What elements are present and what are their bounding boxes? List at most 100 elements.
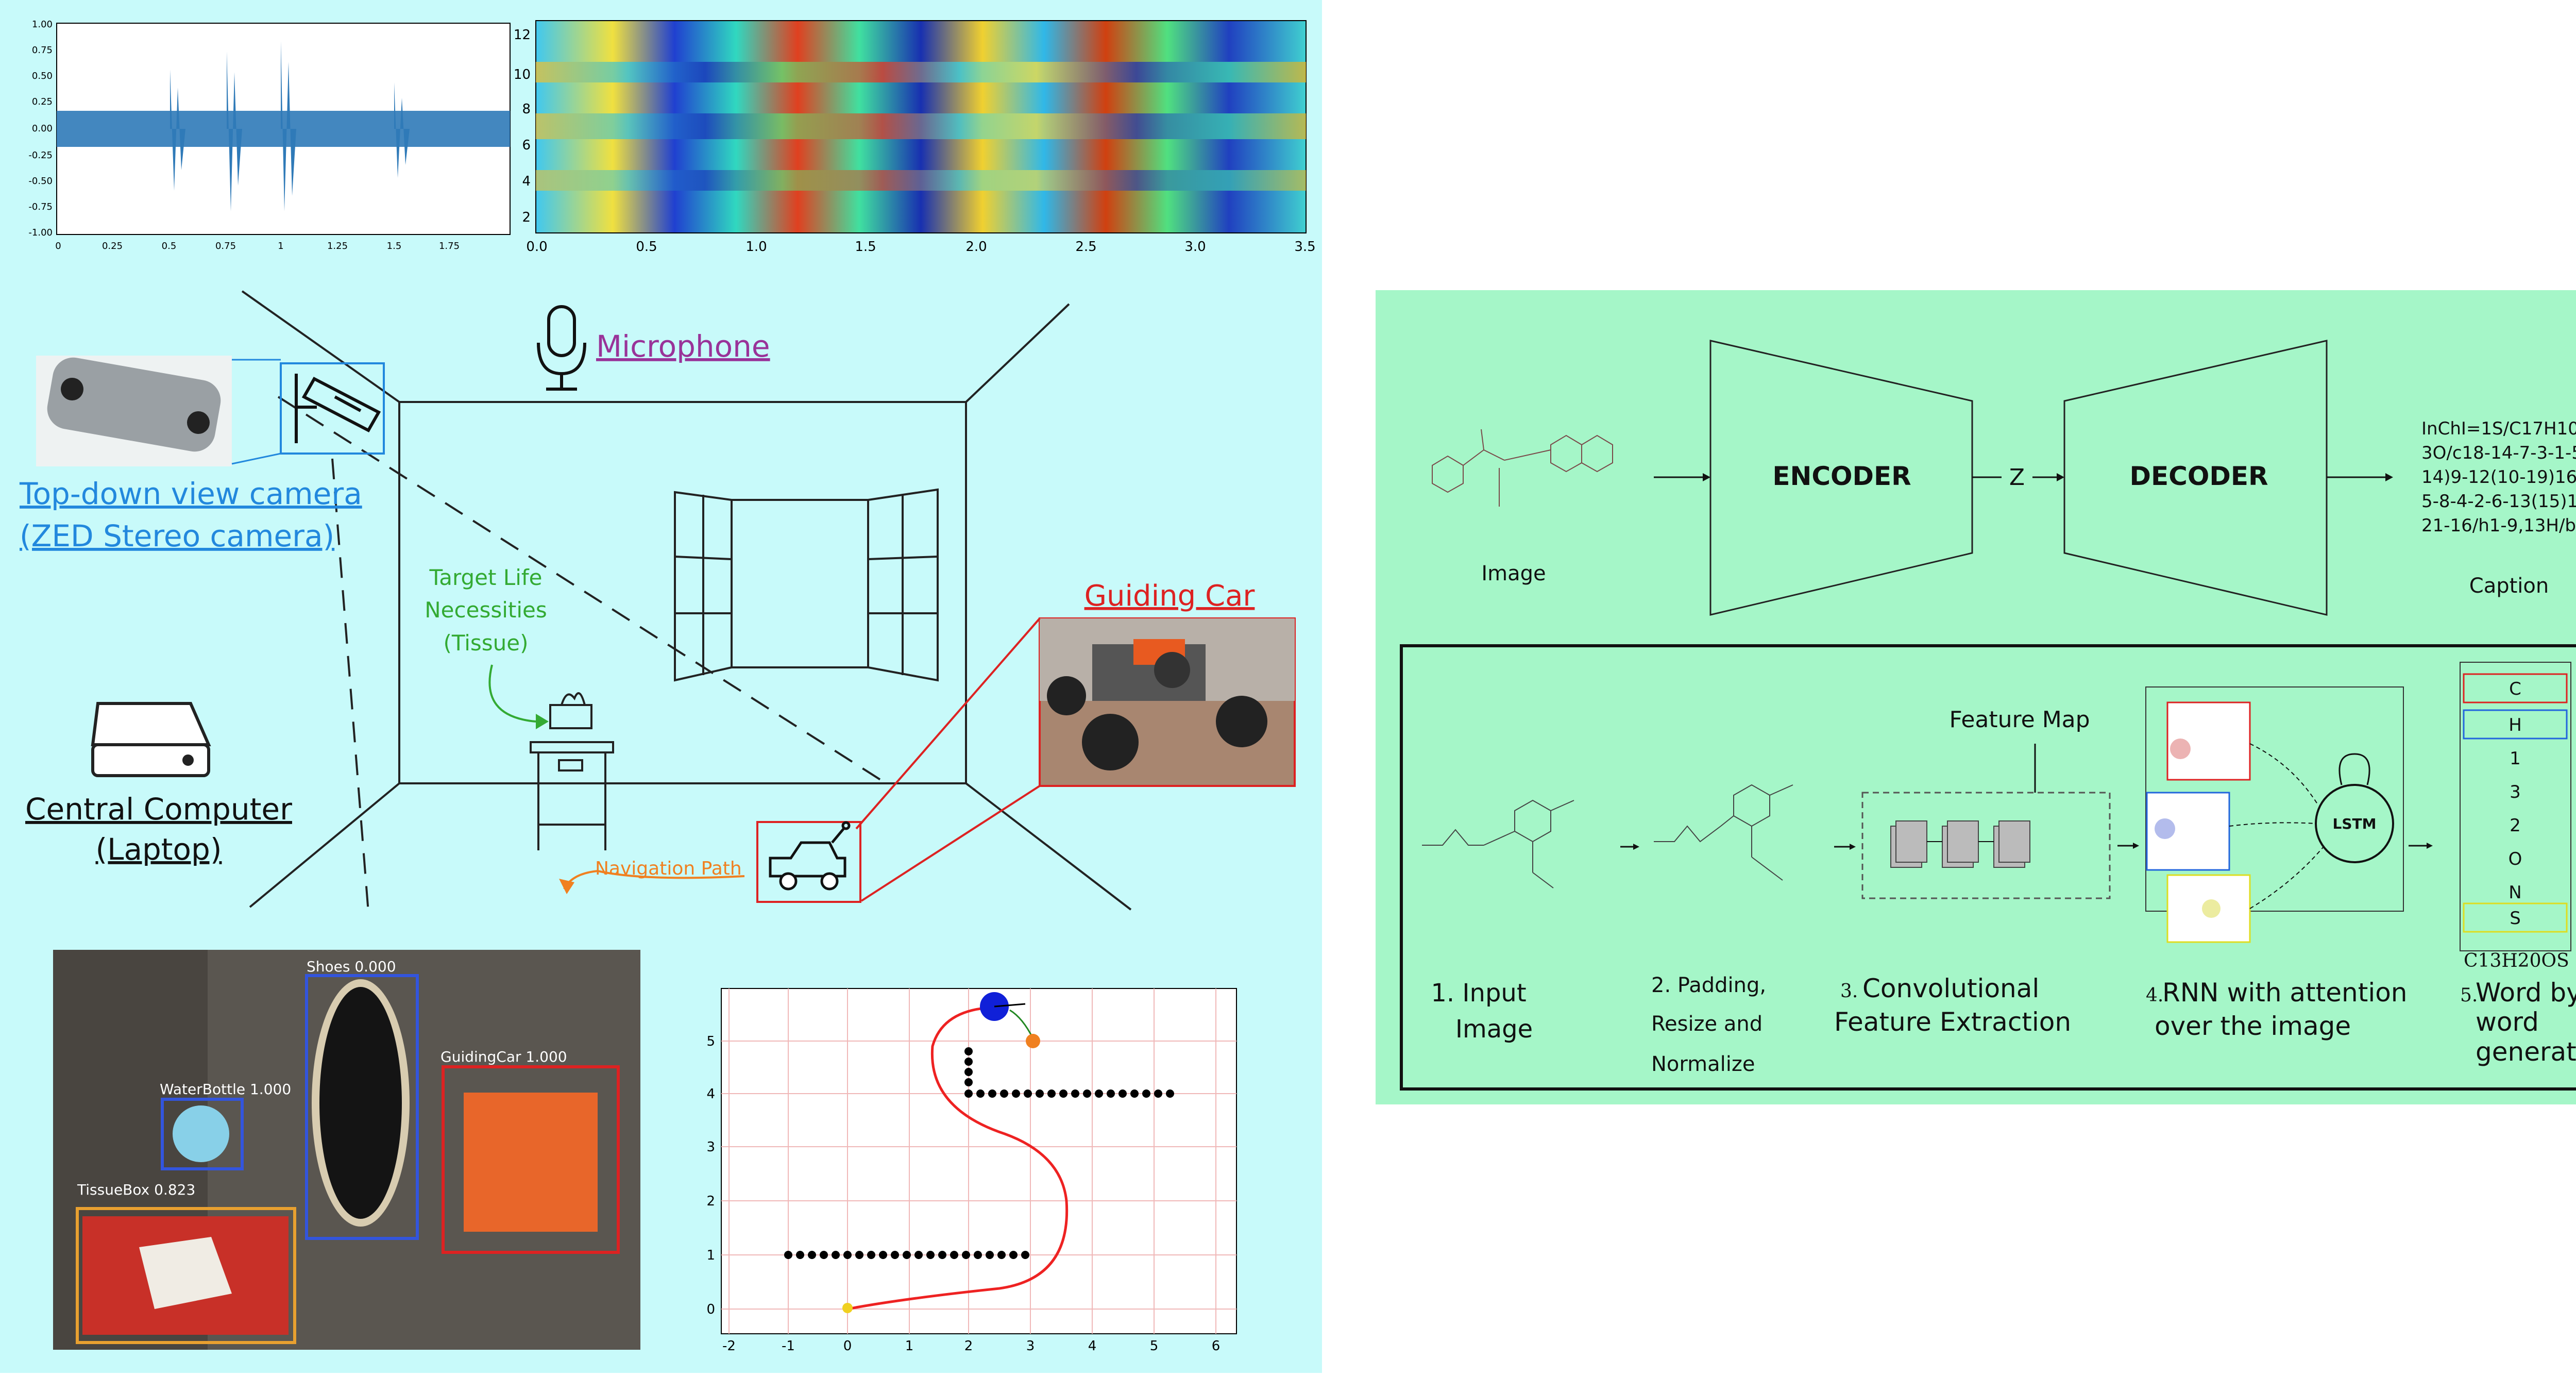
path-plot-x-tick: -2 [722, 1338, 736, 1354]
waveform-y-tick: 0.75 [32, 45, 53, 56]
svg-text:Word by: Word by [2476, 978, 2576, 1008]
spectrogram-y-tick: 2 [522, 210, 531, 225]
object-detection-photo: Shoes 0.000 WaterBottle 1.000 GuidingCar… [53, 950, 640, 1350]
detection-box-water-bottle [161, 1098, 244, 1170]
side-table-icon [530, 692, 614, 850]
path-plot-y-tick: 2 [706, 1194, 715, 1209]
image-captioning-panel: Image ENCODER Z DECODER InChI=1S/C17H10B… [1376, 290, 2576, 1104]
target-label-line2: Necessities [425, 597, 547, 623]
camera-label-line1: Top-down view camera [19, 476, 362, 511]
spectrogram-x-tick: 2.5 [1075, 239, 1096, 255]
svg-text:4.: 4. [2146, 985, 2163, 1006]
svg-text:1. Input: 1. Input [1431, 979, 1526, 1008]
feature-map-stack [1890, 820, 2030, 868]
arrowhead [2057, 473, 2064, 481]
normalized-molecule-image [1654, 784, 1793, 881]
arrowhead [1633, 844, 1639, 850]
svg-text:generation: generation [2476, 1037, 2576, 1067]
target-label-line1: Target Life [429, 565, 543, 590]
svg-text:2. Padding,: 2. Padding, [1651, 974, 1766, 997]
spectrogram-x-tick: 3.0 [1184, 239, 1206, 255]
waveform-x-tick: 1 [278, 241, 283, 251]
token: N [2509, 882, 2521, 903]
arrowhead [2133, 843, 2139, 849]
spectrogram-y-tick: 12 [514, 27, 531, 43]
spectrogram-x-tick: 1.5 [855, 239, 876, 255]
microphone-icon [537, 305, 586, 391]
token: C [2509, 679, 2521, 699]
waveform-y-tick: 0.50 [32, 71, 53, 81]
arrowhead [1850, 844, 1856, 850]
waveform-x-tick: 0 [55, 241, 61, 251]
lstm-label: LSTM [2333, 815, 2377, 832]
latent-z-label: Z [2009, 464, 2025, 491]
step-3-label: 3. Convolutional Feature Extraction [1834, 974, 2071, 1037]
waveform-y-tick: -0.25 [28, 150, 53, 161]
step-4-label: 4. RNN with attention over the image [2146, 978, 2408, 1041]
decoder-label: DECODER [2129, 461, 2268, 491]
toy-car-icon [769, 821, 851, 891]
token-highlight-s [2463, 902, 2568, 933]
car-highlight-box [756, 821, 861, 903]
target-arrowhead [536, 714, 549, 729]
token: O [2509, 849, 2522, 869]
spectrogram-x-tick: 0.5 [636, 239, 657, 255]
path-plot-x-tick: 6 [1212, 1338, 1221, 1354]
pipeline-frame [1400, 644, 2576, 1091]
step-1-label: 1. Input Image [1431, 979, 1533, 1044]
attention-box [2145, 686, 2404, 912]
detection-label: TissueBox 0.823 [77, 1181, 195, 1198]
caption-line: 3O/c18-14-7-3-1-5-11( [2421, 443, 2576, 463]
step-2-label: 2. Padding, Resize and Normalize [1651, 974, 1766, 1076]
detection-box-shoes [305, 974, 419, 1240]
svg-text:Convolutional: Convolutional [1862, 974, 2039, 1003]
robot-system-panel: 1.00 0.75 0.50 0.25 0.00 -0.25 -0.50 -0.… [0, 0, 1322, 1373]
feature-extraction-box [1861, 792, 2111, 899]
svg-text:word: word [2476, 1007, 2539, 1037]
caption-line: 14)9-12(10-19)16-20-1 [2421, 467, 2576, 488]
waveform-y-tick: 0.25 [32, 96, 53, 107]
decoder-trapezoid [2063, 340, 2328, 616]
svg-text:Resize and: Resize and [1651, 1012, 1762, 1036]
svg-text:Feature Extraction: Feature Extraction [1834, 1007, 2071, 1037]
computer-label-line1: Central Computer [25, 792, 292, 827]
spectrogram-y-ticks: 12 10 8 6 4 2 [514, 27, 531, 225]
arrowhead [1703, 473, 1710, 481]
waveform-y-tick: -0.75 [28, 202, 53, 212]
waveform-x-tick: 1.75 [439, 241, 460, 251]
detection-label: WaterBottle 1.000 [160, 1081, 291, 1098]
target-arrow [488, 664, 536, 723]
path-plot-y-tick: 4 [706, 1086, 715, 1102]
window-icon [674, 488, 939, 682]
token-highlight-h [2463, 709, 2568, 740]
token: 3 [2510, 782, 2521, 802]
spectrogram-x-ticks: 0.0 0.5 1.0 1.5 2.0 2.5 3.0 3.5 [526, 239, 1315, 255]
input-molecule-image [1422, 799, 1574, 888]
path-plot-x-tick: 2 [964, 1338, 973, 1354]
svg-text:5.: 5. [2460, 985, 2478, 1006]
car-connector [860, 785, 1041, 902]
waveform-y-ticks: 1.00 0.75 0.50 0.25 0.00 -0.25 -0.50 -0.… [28, 19, 53, 238]
detection-box-guiding-car [442, 1065, 620, 1254]
waveform-y-tick: -1.00 [28, 227, 53, 238]
token: S [2510, 908, 2521, 929]
microphone-label: Microphone [596, 329, 770, 364]
waveform-x-tick: 0.5 [162, 241, 177, 251]
encoder-trapezoid [1709, 340, 1973, 616]
spectrogram-x-tick: 2.0 [965, 239, 987, 255]
token-column [2460, 662, 2571, 951]
feature-map-label: Feature Map [1949, 707, 2090, 733]
computer-label-line2: (Laptop) [96, 832, 222, 867]
path-plot-x-tick: 1 [905, 1338, 914, 1354]
arrowhead [2385, 473, 2393, 481]
waveform-x-tick: 1.5 [387, 241, 402, 251]
path-plot-x-tick: 5 [1150, 1338, 1159, 1354]
predicted-formula: C13H20OS [2464, 950, 2569, 971]
step-5-label: 5. Word by word generation [2460, 978, 2576, 1067]
arrowhead [2427, 843, 2433, 849]
guiding-car-photo [1039, 617, 1296, 787]
navigation-arrowhead [559, 879, 574, 894]
camera-highlight-box [280, 362, 385, 455]
spectrogram-x-tick: 1.0 [745, 239, 767, 255]
stereo-camera-photo [36, 356, 232, 466]
